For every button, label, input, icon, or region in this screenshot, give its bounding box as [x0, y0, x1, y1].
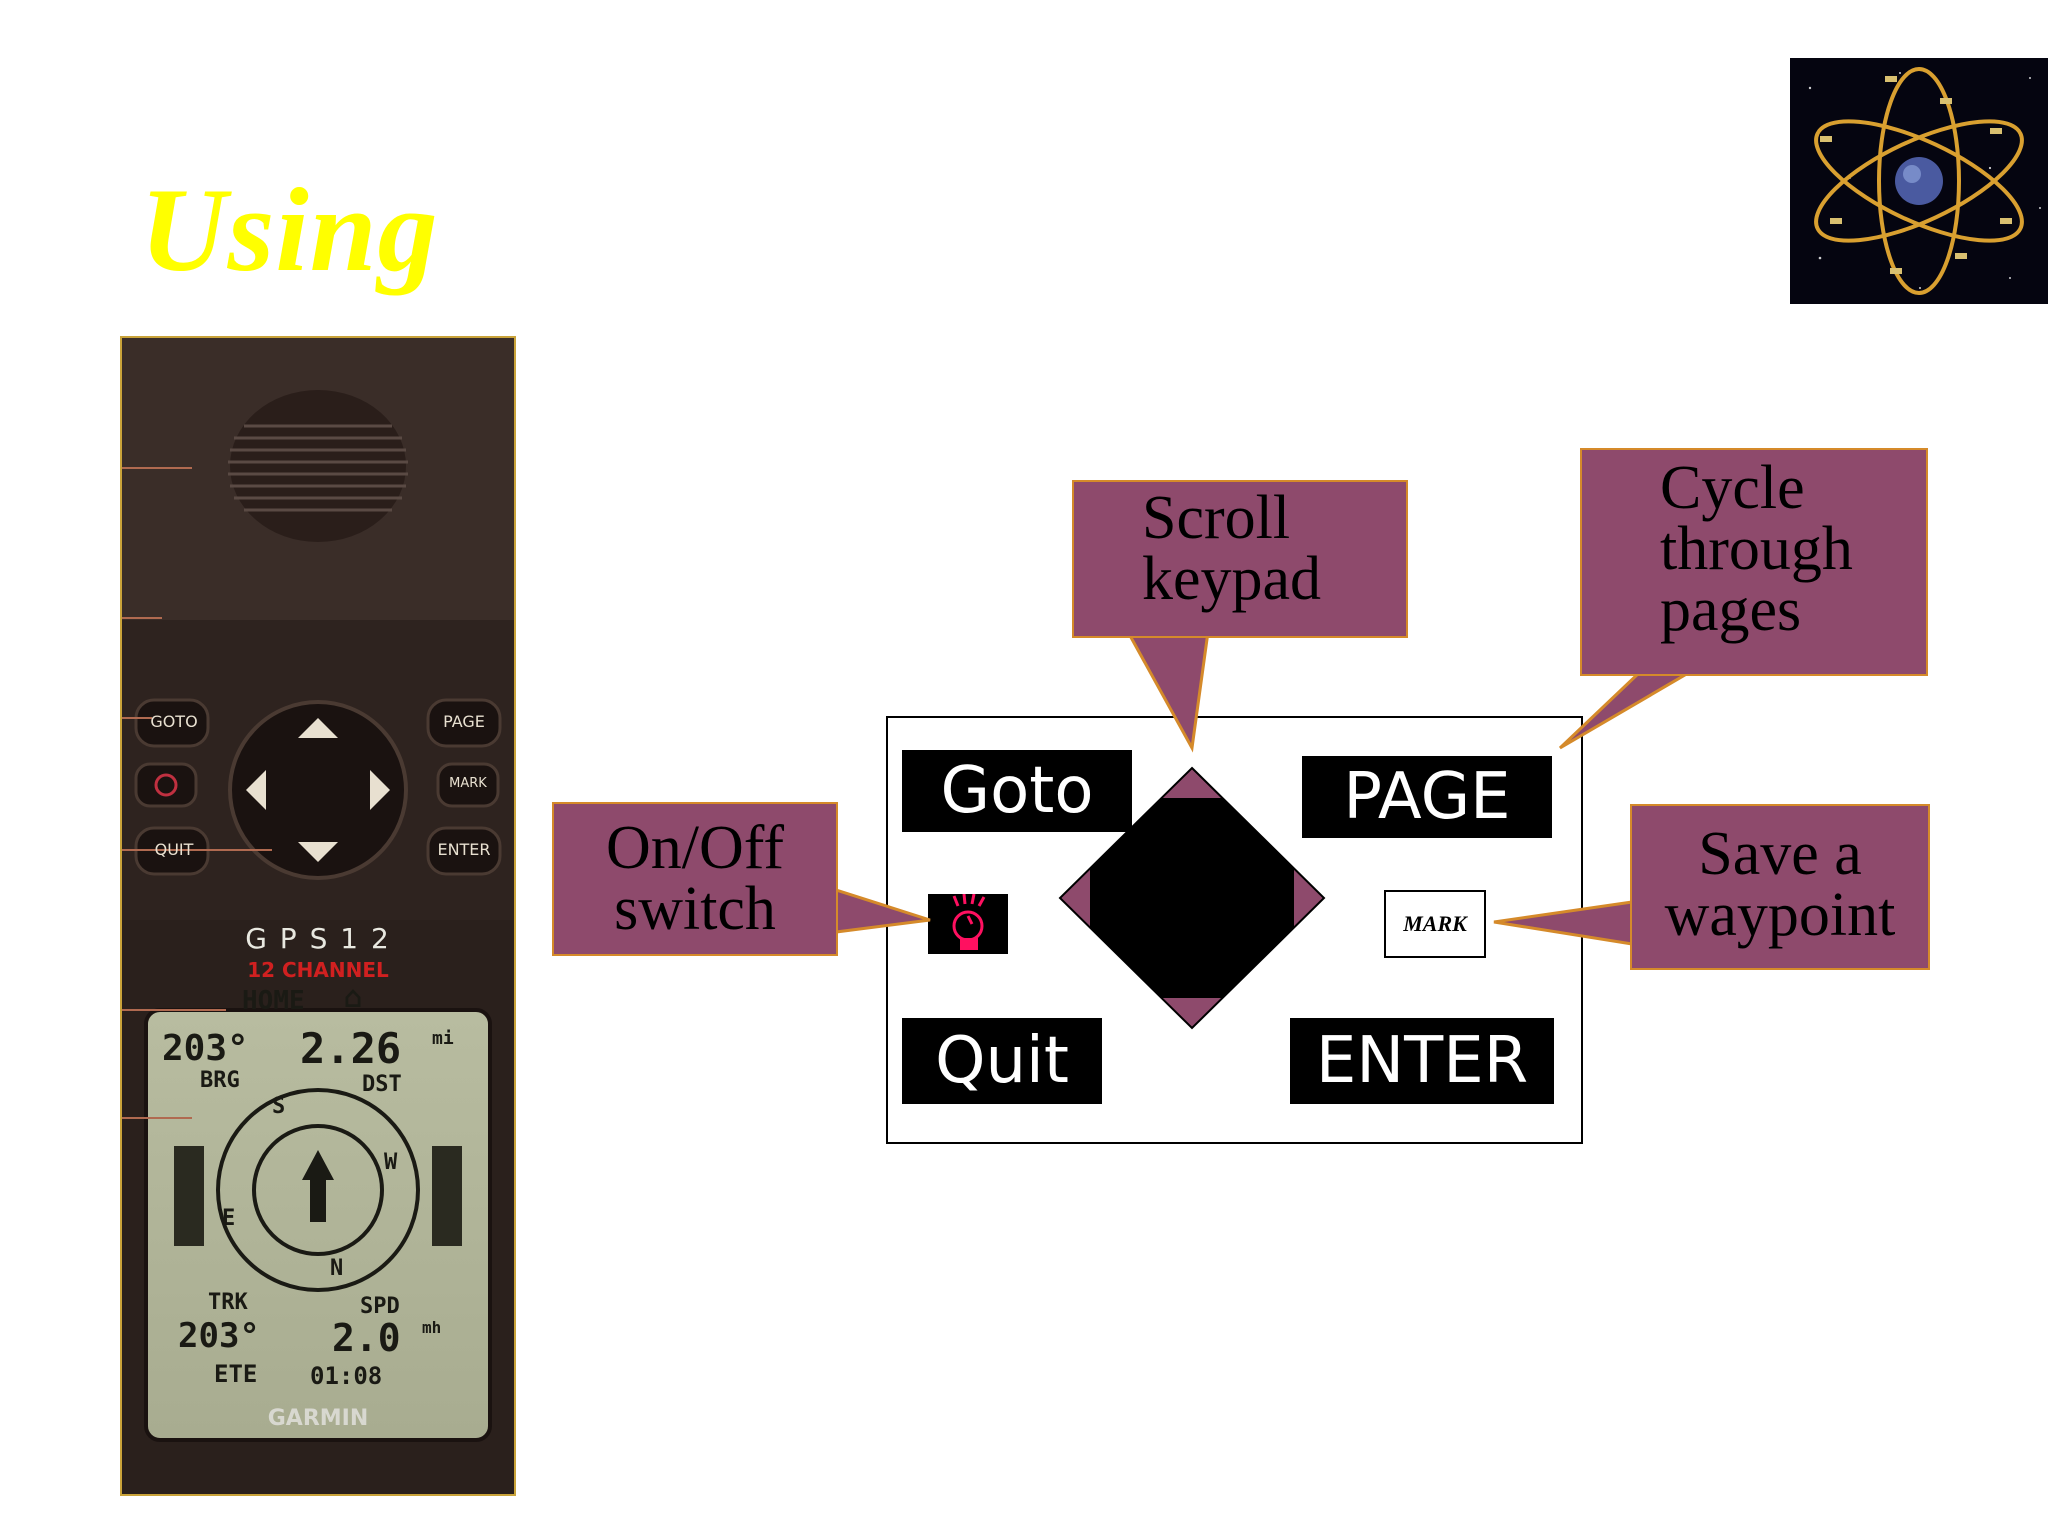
lcd-ete-label: ETE	[214, 1360, 258, 1388]
keypad-page-key[interactable]: PAGE	[1302, 756, 1552, 838]
callout-save-waypoint: Save a waypoint	[1630, 804, 1930, 970]
keypad-mark-key[interactable]: MARK	[1384, 890, 1486, 958]
lcd-compass-e: E	[222, 1206, 236, 1231]
lcd-distance-unit: mi	[432, 1028, 454, 1049]
callout-scroll-keypad: Scroll keypad	[1072, 480, 1408, 638]
callout-on-off-switch: On/Off switch	[552, 802, 838, 956]
home-icon: ⌂	[344, 980, 363, 1015]
device-quit-button: QUIT	[154, 840, 194, 859]
device-channel-label: 12 CHANNEL	[247, 958, 389, 982]
lcd-bearing-label: BRG	[200, 1068, 240, 1093]
callout-onoff-line-2: switch	[614, 874, 776, 943]
slide-title: Using	[140, 163, 439, 296]
callout-cycle-line-2: through	[1660, 514, 1853, 583]
lcd-speed-label: SPD	[360, 1294, 400, 1319]
callout-save-line-1: Save a	[1698, 820, 1862, 888]
lcd-compass-w: W	[384, 1150, 398, 1175]
keypad-enter-key[interactable]: ENTER	[1290, 1018, 1554, 1104]
gps-orbit-logo	[1790, 58, 2048, 304]
callout-save-line-2: waypoint	[1664, 880, 1896, 949]
device-model-label: G P S 1 2	[245, 922, 391, 955]
device-mark-button: MARK	[449, 776, 487, 791]
lcd-bearing-value: 203°	[162, 1028, 249, 1069]
lcd-compass-n: N	[330, 1256, 344, 1281]
lcd-compass-s: S	[272, 1094, 286, 1119]
device-goto-button: GOTO	[150, 712, 198, 731]
keypad-goto-key[interactable]: Goto	[902, 750, 1132, 832]
lcd-speed-unit: mh	[422, 1318, 442, 1337]
power-icon	[952, 893, 986, 950]
callout-cycle-line-3: pages	[1660, 575, 1802, 644]
gps-device-photo: GOTO PAGE MARK QUIT ENTER G P S 1 2 12 C…	[120, 336, 516, 1496]
lcd-speed-value: 2.0	[332, 1316, 401, 1360]
keypad-quit-key[interactable]: Quit	[902, 1018, 1102, 1104]
lcd-home-label: HOME	[242, 986, 305, 1016]
lcd-distance-label: DST	[362, 1072, 402, 1097]
callout-scroll-line-1: Scroll	[1142, 484, 1291, 552]
lcd-ete-value: 01:08	[310, 1362, 383, 1390]
callout-onoff-line-1: On/Off	[606, 814, 784, 882]
device-enter-button: ENTER	[437, 840, 491, 859]
lcd-track-value: 203°	[178, 1316, 260, 1356]
callout-cycle-pages: Cycle through pages	[1580, 448, 1928, 676]
device-page-button: PAGE	[443, 712, 485, 731]
power-key[interactable]	[928, 893, 1008, 954]
callout-cycle-line-1: Cycle	[1660, 454, 1805, 522]
callout-scroll-line-2: keypad	[1142, 544, 1322, 613]
lcd-track-label: TRK	[208, 1290, 248, 1315]
lcd-distance-value: 2.26	[300, 1024, 402, 1073]
device-brand-label: GARMIN	[267, 1406, 369, 1431]
keypad-diagram: Goto PAGE Quit ENTER MARK	[886, 716, 1583, 1144]
